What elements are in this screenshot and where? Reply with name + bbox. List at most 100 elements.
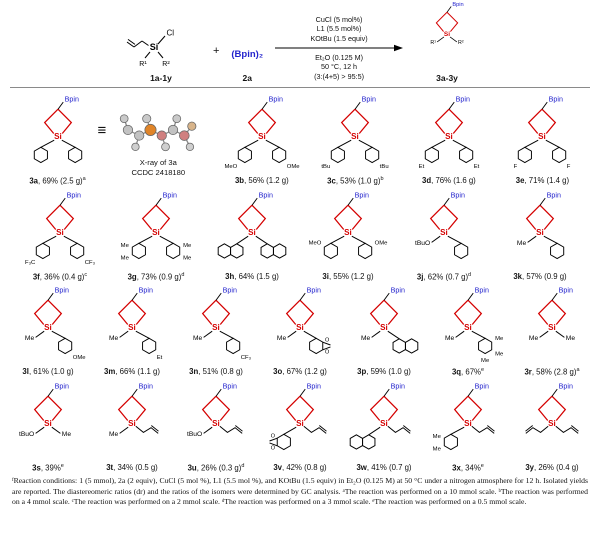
svg-text:Bpin: Bpin (475, 382, 489, 390)
svg-text:Si: Si (464, 419, 472, 428)
chlorine-atom-label: Cl (166, 29, 174, 38)
svg-text:Bpin: Bpin (559, 382, 573, 390)
svg-text:Me: Me (529, 335, 539, 342)
svg-text:Si: Si (344, 227, 352, 236)
xray-structure-image (120, 114, 197, 152)
compound-label: 3w, 41% (0.7 g) (356, 462, 412, 472)
svg-text:Si: Si (44, 419, 52, 428)
svg-text:Bpin: Bpin (259, 191, 273, 199)
condition-line: 50 °C, 12 h (321, 62, 358, 72)
svg-text:Et: Et (474, 164, 480, 170)
svg-text:Si: Si (212, 419, 220, 428)
svg-text:tBuO: tBuO (415, 240, 430, 247)
svg-text:Si: Si (212, 323, 220, 332)
compound-structure: Si Bpin tBuO (187, 382, 243, 438)
compound-label: 3p, 59% (1.0 g) (357, 367, 411, 377)
compound-label: 3d, 76% (1.6 g) (422, 176, 476, 185)
svg-text:Bpin: Bpin (268, 96, 282, 104)
svg-text:O: O (325, 338, 330, 344)
svg-text:Si: Si (536, 227, 544, 236)
compound-label: 3s, 39%e (32, 462, 64, 473)
svg-text:Bpin: Bpin (549, 96, 563, 104)
svg-text:Bpin: Bpin (223, 382, 237, 390)
condition-line: (3:(4+5) > 95:5) (314, 71, 365, 81)
diboron-label: 2a (242, 73, 252, 83)
svg-text:Bpin: Bpin (307, 382, 321, 390)
svg-text:Me: Me (517, 240, 527, 247)
svg-text:F: F (567, 164, 571, 170)
svg-text:OMe: OMe (73, 355, 86, 361)
svg-text:MeO: MeO (224, 164, 237, 170)
compound-label: 3n, 51% (0.8 g) (189, 367, 243, 377)
svg-text:O: O (271, 445, 276, 451)
svg-text:Si: Si (445, 132, 453, 141)
conditions-above-arrow: CuCl (5 mol%) L1 (5.5 mol%) KOtBu (1.5 e… (310, 15, 367, 43)
compound-label: 3i, 55% (1.2 g) (322, 271, 374, 281)
svg-text:OMe: OMe (287, 164, 300, 170)
svg-text:Bpin: Bpin (456, 96, 470, 104)
svg-text:Bpin: Bpin (452, 2, 463, 8)
compound-label: 3q, 67%e (451, 367, 485, 377)
compound-label: 3h, 64% (1.5 g) (225, 271, 279, 281)
svg-text:Bpin: Bpin (307, 287, 321, 295)
svg-text:Bpin: Bpin (391, 382, 405, 390)
svg-text:Me: Me (121, 243, 130, 249)
svg-text:R²: R² (458, 40, 464, 46)
svg-text:Me: Me (62, 431, 72, 438)
compound-label: 3x, 34%e (452, 462, 484, 473)
reaction-arrow-icon (275, 44, 404, 52)
compound-label: 3e, 71% (1.4 g) (515, 176, 570, 185)
xray-caption-line2: CCDC 2418180 (131, 167, 186, 177)
svg-text:Si: Si (248, 227, 256, 236)
condition-line: Et₂O (0.125 M) (315, 52, 363, 62)
svg-text:Bpin: Bpin (475, 287, 489, 295)
svg-text:CF₃: CF₃ (85, 259, 96, 265)
compound-cell: Si Bpin tBuO 3u, 26% (0.3 g)d (176, 377, 256, 473)
svg-text:Me: Me (183, 243, 192, 249)
svg-text:MeO: MeO (309, 240, 322, 246)
compound-label: 3l, 61% (1.0 g) (22, 367, 74, 377)
svg-text:Bpin: Bpin (559, 287, 573, 295)
svg-text:Bpin: Bpin (391, 287, 405, 295)
svg-text:Si: Si (152, 227, 160, 236)
reaction-conditions: CuCl (5 mol%) L1 (5.5 mol%) KOtBu (1.5 e… (275, 15, 404, 81)
compound-structure: Si Bpin (217, 191, 287, 259)
svg-text:Me: Me (121, 255, 130, 261)
svg-text:Si: Si (44, 323, 52, 332)
compound-label: 3u, 26% (0.3 g)d (187, 462, 245, 473)
svg-text:Me: Me (193, 335, 203, 342)
reaction-equation: Si Cl R¹ R² 1a-1y + (Bpin)₂ 2a CuCl (5 m… (0, 0, 600, 83)
svg-text:CF₃: CF₃ (241, 355, 252, 361)
substrate-label: 1a-1y (150, 73, 172, 83)
svg-text:tBuO: tBuO (187, 431, 202, 438)
r1-label: R¹ (139, 61, 147, 68)
svg-text:Me: Me (566, 335, 576, 342)
svg-text:Si: Si (548, 323, 556, 332)
conditions-below-arrow: Et₂O (0.125 M) 50 °C, 12 h (3:(4+5) > 95… (314, 53, 364, 81)
